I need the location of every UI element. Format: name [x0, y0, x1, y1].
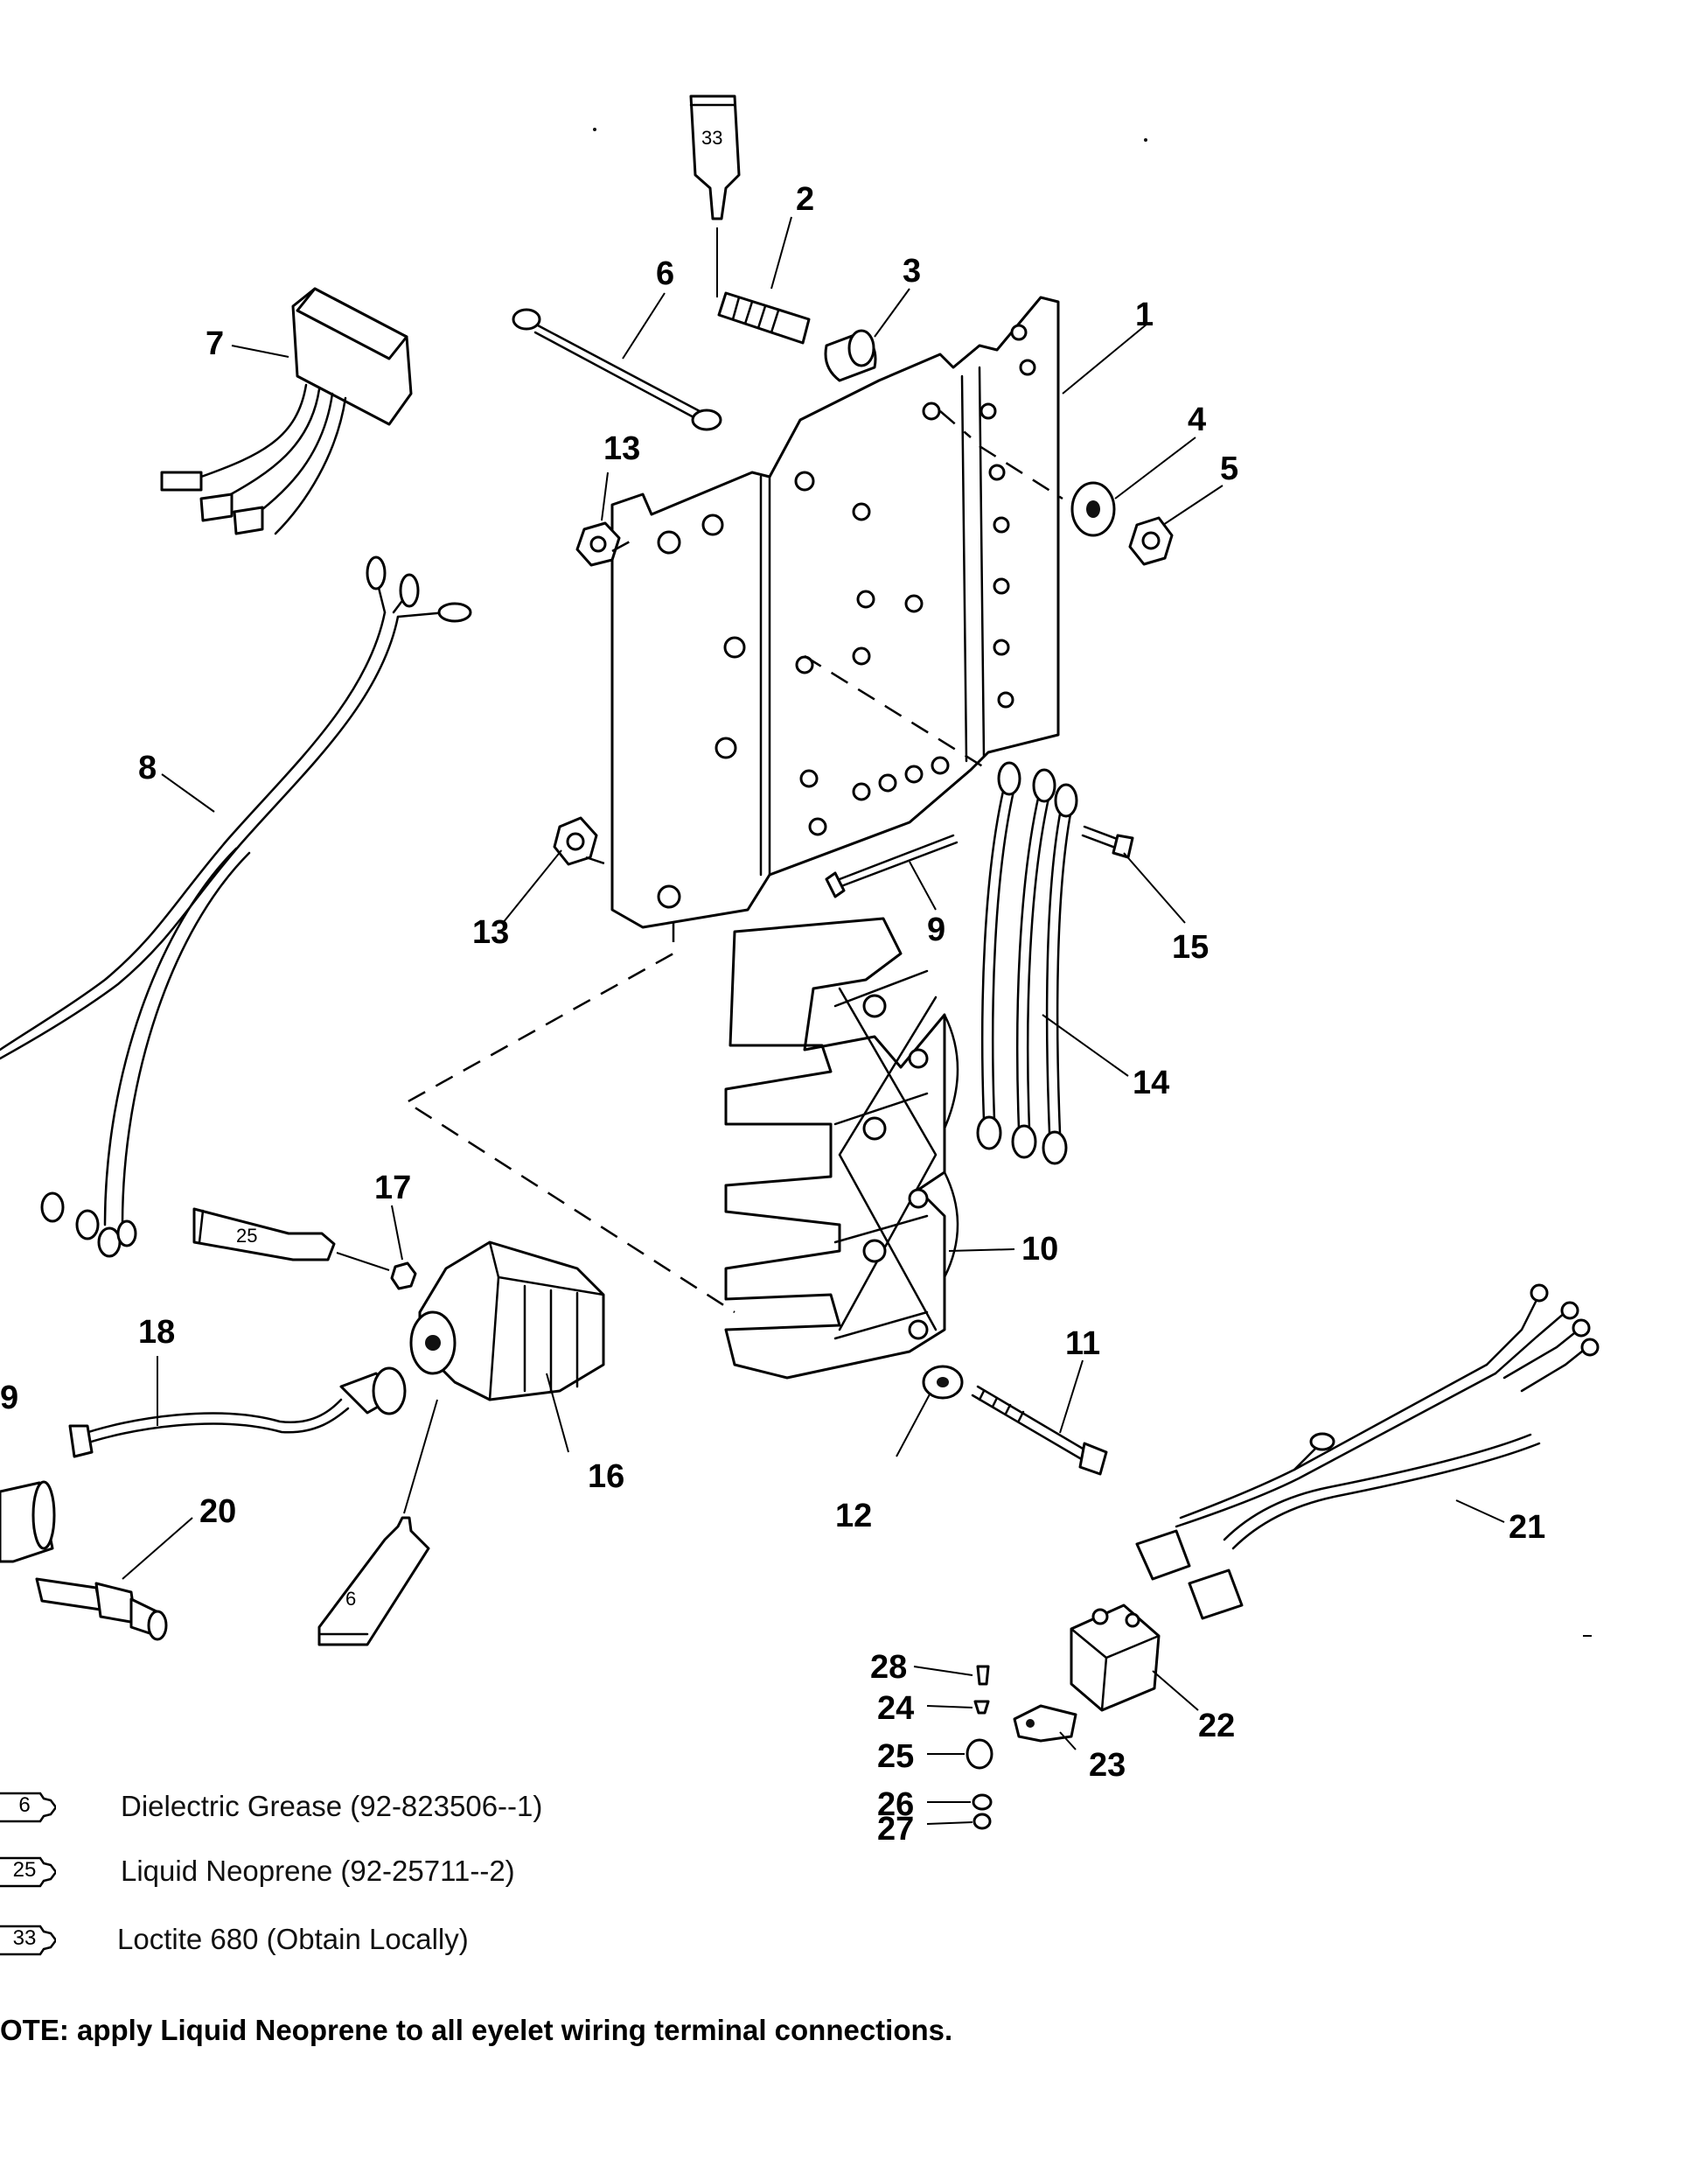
callout-5: 5 — [1220, 451, 1238, 487]
callout-27: 27 — [877, 1811, 914, 1848]
callout-24: 24 — [877, 1690, 914, 1727]
nut-27-part — [973, 1813, 992, 1830]
callout-4: 4 — [1188, 402, 1206, 438]
callout-1: 1 — [1135, 297, 1154, 333]
nut-part — [1128, 516, 1174, 566]
legend-code-25: 25 — [12, 1858, 37, 1882]
plate-nut-upper — [575, 521, 621, 567]
legend-tube-icon-6: 6 — [0, 1790, 58, 1825]
callout-12: 12 — [835, 1498, 872, 1534]
spark-plug-boot-part — [0, 1480, 56, 1563]
legend-text-dielectric-grease: Dielectric Grease (92-823506--1) — [121, 1790, 543, 1822]
loctite-tube-33: 33 — [689, 94, 741, 297]
assembly-guide-lines — [404, 410, 1063, 1314]
high-tension-lead-part — [68, 1366, 407, 1458]
callout-14: 14 — [1133, 1065, 1169, 1101]
callout-20: 20 — [199, 1493, 236, 1530]
svg-text:25: 25 — [236, 1225, 257, 1247]
legend-code-33: 33 — [12, 1926, 37, 1950]
nut-17-part — [390, 1261, 417, 1290]
bolt-11-part — [971, 1385, 1108, 1476]
stud-part — [717, 291, 811, 345]
legend-text-loctite: Loctite 680 (Obtain Locally) — [117, 1923, 469, 1955]
legend-code-6: 6 — [18, 1793, 31, 1817]
screw-28-part — [976, 1665, 990, 1686]
callout-17: 17 — [374, 1170, 411, 1206]
voltage-regulator-part — [160, 287, 413, 535]
callout-7: 7 — [206, 325, 224, 362]
callout-15: 15 — [1172, 929, 1209, 966]
callout-13-upper: 13 — [603, 430, 640, 467]
callout-21: 21 — [1509, 1509, 1545, 1546]
callout-6: 6 — [656, 255, 674, 292]
legend-text-liquid-neoprene: Liquid Neoprene (92-25711--2) — [121, 1855, 515, 1887]
spacer-part — [824, 329, 877, 382]
ground-leads-part — [976, 761, 1078, 1165]
callout-18: 18 — [138, 1314, 175, 1351]
ignition-coil-part — [409, 1240, 605, 1401]
plate-nut-lower — [553, 816, 598, 866]
callout-9: 9 — [927, 912, 945, 948]
legend-tube-icon-25: 25 — [0, 1855, 58, 1890]
engine-harness-part — [1135, 1283, 1600, 1620]
washer-26-part — [972, 1793, 993, 1811]
callout-2: 2 — [796, 181, 814, 218]
callout-8: 8 — [138, 750, 157, 786]
assembly-note: OTE: apply Liquid Neoprene to all eyelet… — [0, 2014, 953, 2046]
callout-25: 25 — [877, 1738, 914, 1775]
solenoid-bracket-part — [1013, 1704, 1077, 1743]
callout-16: 16 — [588, 1458, 624, 1495]
callout-28: 28 — [870, 1649, 907, 1686]
washer-part — [1070, 481, 1116, 537]
spark-plug-part — [35, 1577, 168, 1641]
bolt-9-part — [825, 834, 959, 898]
callout-23: 23 — [1089, 1747, 1126, 1784]
callout-11: 11 — [1065, 1325, 1100, 1362]
dielectric-grease-tube-6: 6 — [317, 1399, 438, 1646]
svg-text:33: 33 — [701, 127, 722, 149]
callout-3: 3 — [903, 253, 921, 290]
mounting-plate-part — [610, 296, 1060, 929]
callout-10: 10 — [1021, 1231, 1058, 1268]
washer-24-part — [973, 1700, 990, 1715]
ground-strap-part — [512, 308, 722, 431]
callout-19: 9 — [0, 1380, 18, 1416]
svg-text:6: 6 — [345, 1588, 356, 1610]
callout-26: 26 — [877, 1786, 914, 1823]
screw-15-part — [1081, 825, 1134, 859]
legend-tube-icon-33: 33 — [0, 1923, 58, 1958]
starter-solenoid-part — [1070, 1604, 1161, 1712]
neoprene-tube-25: 25 — [192, 1207, 390, 1271]
coil-bracket-part — [724, 917, 959, 1380]
wiring-harness-part — [0, 555, 472, 1258]
callout-22: 22 — [1198, 1708, 1235, 1744]
grommet-25-part — [966, 1738, 993, 1770]
callout-13-lower: 13 — [472, 914, 509, 951]
callout-leaders — [122, 216, 1505, 1825]
washer-12-part — [922, 1365, 964, 1400]
